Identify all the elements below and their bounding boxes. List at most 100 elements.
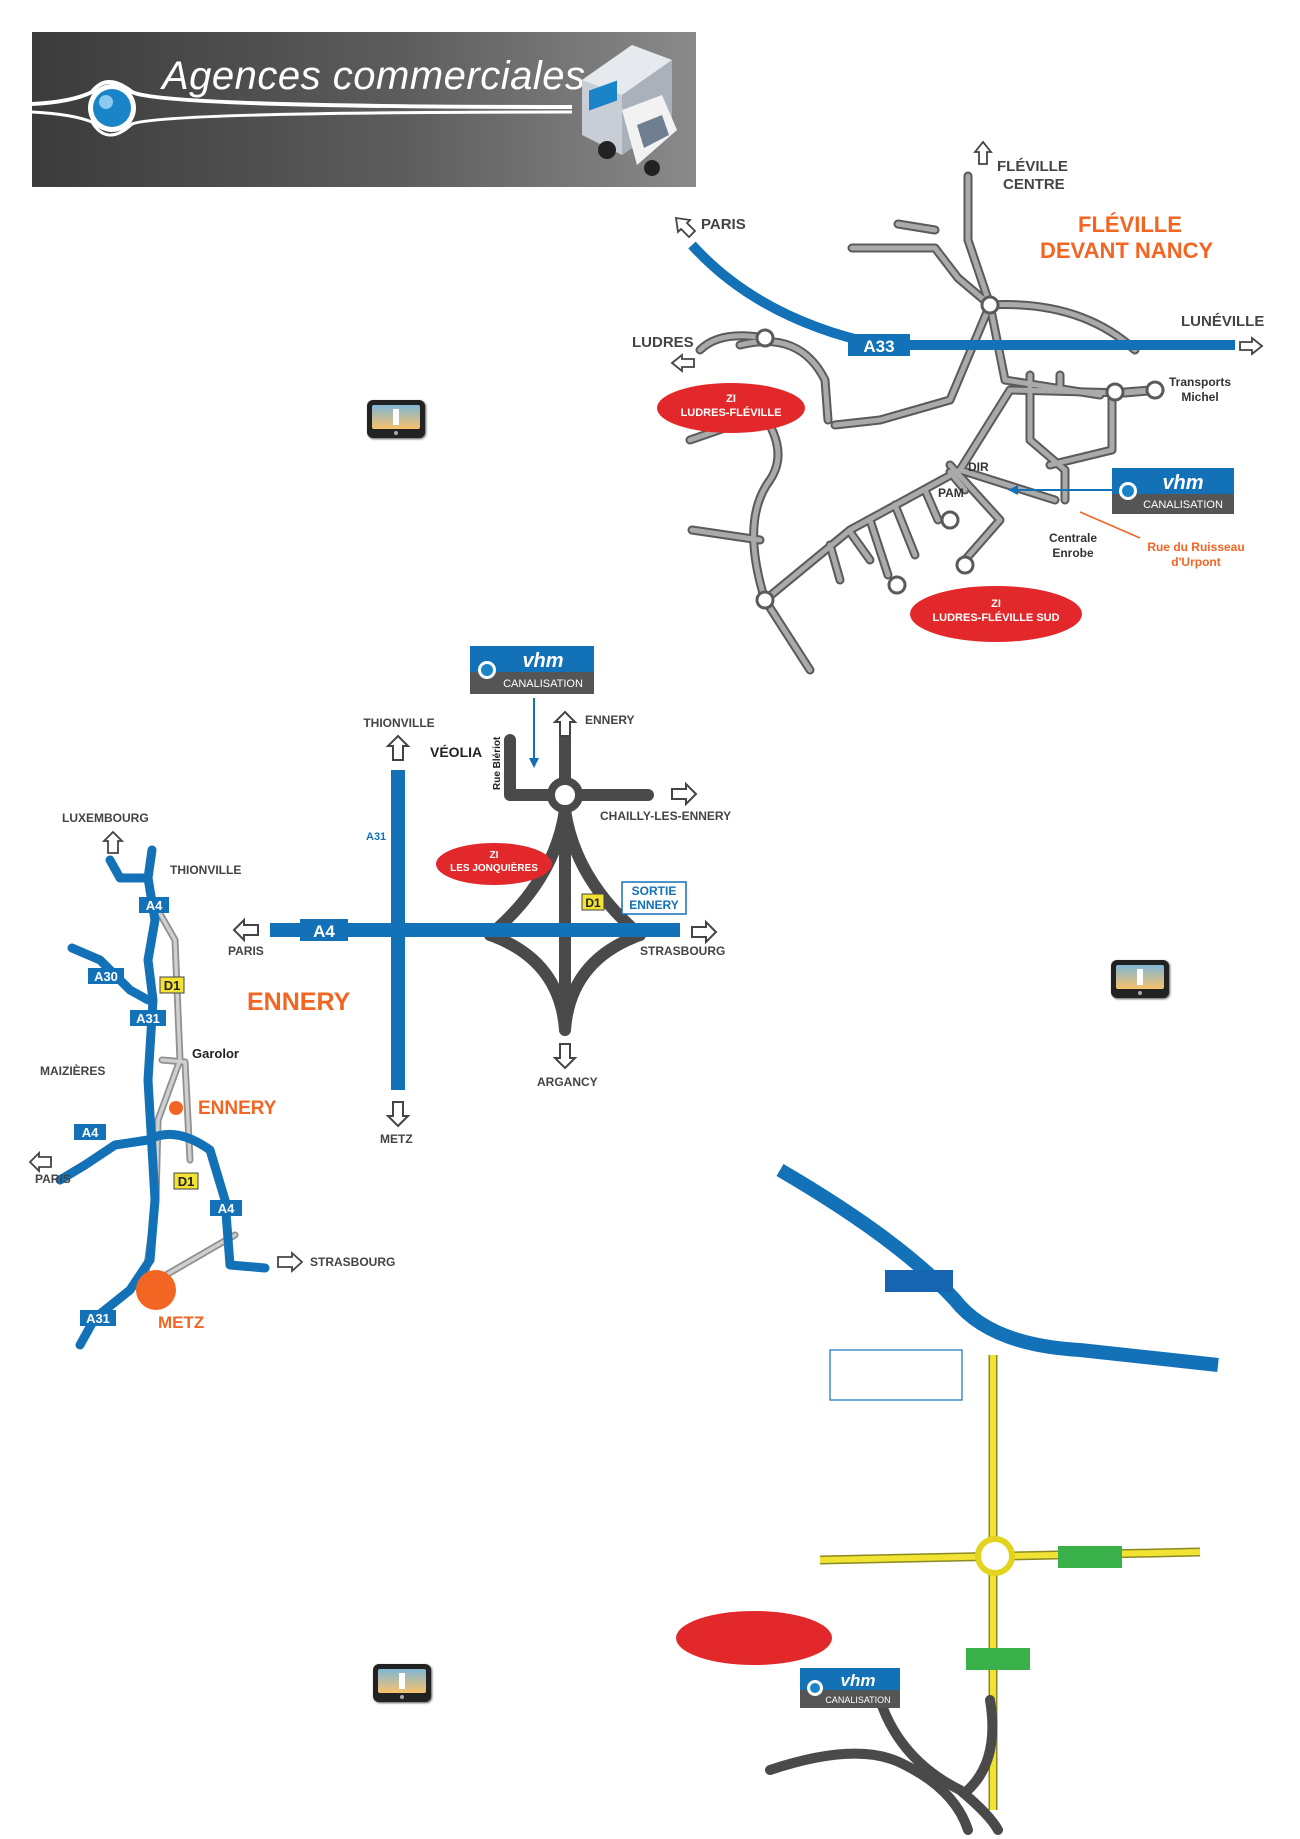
ennery-marker bbox=[169, 1101, 183, 1115]
map-bottom-right: vhm CANALISATION bbox=[676, 1163, 1219, 1835]
motorway-shield-blank bbox=[885, 1270, 953, 1292]
a4-label: A4 bbox=[146, 898, 163, 913]
rue-bleriot-label: Rue Blériot bbox=[492, 736, 503, 790]
thionville-label: THIONVILLE bbox=[363, 716, 434, 730]
arrow-left-icon bbox=[232, 917, 259, 943]
arrow-up-left-icon bbox=[674, 216, 697, 239]
roundabout bbox=[975, 1536, 1015, 1576]
arrow-right-icon bbox=[1239, 336, 1264, 356]
fleville-centre-label: CENTRE bbox=[1003, 176, 1065, 193]
map-ennery: A4 A31 THIONVILLE ENNERY VÉOLIA Rue Blér… bbox=[228, 646, 731, 1146]
a31-label: A31 bbox=[86, 1311, 110, 1326]
page-title: Agences commerciales bbox=[162, 54, 586, 98]
zone-ellipse-blank bbox=[676, 1611, 832, 1665]
town-name-fleville-1: FLÉVILLE bbox=[1078, 212, 1182, 237]
d1-label: D1 bbox=[585, 896, 601, 910]
header-banner: Agences commerciales bbox=[32, 32, 696, 187]
arrow-up-icon bbox=[552, 710, 578, 737]
header-swoosh bbox=[32, 80, 573, 137]
vhm-logo-text: vhm bbox=[522, 650, 563, 672]
sortie-label: SORTIE bbox=[632, 884, 677, 898]
ennery-label: ENNERY bbox=[198, 1098, 277, 1119]
vhm-logo-subtext: CANALISATION bbox=[1143, 499, 1223, 511]
blank-label-box bbox=[829, 1349, 963, 1401]
a31-label: A31 bbox=[366, 831, 386, 843]
a4-label: A4 bbox=[218, 1201, 235, 1216]
zi-label: ZI bbox=[490, 850, 499, 861]
dir-label: DIR bbox=[968, 460, 989, 474]
vhm-logo-subtext: CANALISATION bbox=[503, 678, 583, 690]
a30-label: A30 bbox=[94, 969, 118, 984]
paris-label: PARIS bbox=[35, 1172, 71, 1186]
a33-shield bbox=[848, 334, 910, 356]
green-shield-blank bbox=[966, 1648, 1030, 1670]
d1-label: D1 bbox=[164, 978, 181, 993]
pam-label: PAM bbox=[938, 486, 964, 500]
zi-name-label: LUDRES-FLÉVILLE SUD bbox=[932, 611, 1059, 624]
a31-label: A31 bbox=[136, 1011, 160, 1026]
rue-ruisseau-label: d'Urpont bbox=[1171, 555, 1221, 569]
luxembourg-label: LUXEMBOURG bbox=[62, 811, 149, 825]
zi-name-label: LES JONQUIÈRES bbox=[450, 861, 538, 874]
transports-michel-label: Transports bbox=[1169, 375, 1231, 389]
luneville-label: LUNÉVILLE bbox=[1181, 313, 1264, 330]
vhm-logo-subtext: CANALISATION bbox=[825, 1695, 890, 1705]
vhm-logo-text: vhm bbox=[1162, 472, 1203, 494]
truck-icon bbox=[582, 45, 677, 176]
maizieres-label: MAIZIÈRES bbox=[40, 1063, 105, 1078]
metz-marker bbox=[136, 1270, 176, 1310]
vhm-logo: vhm CANALISATION bbox=[1112, 468, 1234, 514]
arrow-up-icon bbox=[101, 830, 125, 854]
fleville-top-label: FLÉVILLE bbox=[997, 158, 1068, 175]
arrow-down-icon bbox=[385, 1101, 411, 1128]
zi-label: ZI bbox=[991, 598, 1001, 610]
sortie-label: ENNERY bbox=[629, 898, 679, 912]
map-fleville: A33 FLÉVILLE CENTRE FLÉVILLE DEVANT NANC… bbox=[632, 140, 1264, 675]
gps-device-icon bbox=[1111, 960, 1169, 998]
arrow-right-icon bbox=[691, 919, 718, 945]
zi-name-label: LUDRES-FLÉVILLE bbox=[681, 406, 782, 419]
a33-label: A33 bbox=[863, 337, 894, 356]
a4-shield-label: A4 bbox=[313, 922, 335, 941]
gps-device-icon bbox=[367, 400, 425, 438]
zi-jonquieres-zone bbox=[436, 843, 552, 885]
d1-label: D1 bbox=[178, 1174, 195, 1189]
vhm-logo: vhm CANALISATION bbox=[470, 646, 594, 694]
strasbourg-label: STRASBOURG bbox=[640, 944, 725, 958]
ludres-label: LUDRES bbox=[632, 334, 694, 351]
metz-label: METZ bbox=[380, 1132, 413, 1146]
arrow-left-icon bbox=[670, 353, 695, 373]
sortie-ennery-box bbox=[621, 881, 687, 915]
transports-michel-label: Michel bbox=[1181, 390, 1218, 404]
zi-label: ZI bbox=[726, 393, 736, 405]
town-name-fleville-2: DEVANT NANCY bbox=[1040, 238, 1213, 263]
a4-label: A4 bbox=[82, 1125, 99, 1140]
ennery-direction-label: ENNERY bbox=[585, 713, 635, 727]
vhm-logo-text: vhm bbox=[841, 1671, 876, 1690]
paris-label: PARIS bbox=[228, 944, 264, 958]
arrow-left-icon bbox=[28, 1150, 52, 1174]
arrow-up-icon bbox=[385, 734, 411, 761]
centrale-enrobe-label: Enrobe bbox=[1052, 546, 1094, 560]
centrale-enrobe-label: Centrale bbox=[1049, 531, 1097, 545]
veolia-label: VÉOLIA bbox=[430, 744, 482, 760]
paris-label: PARIS bbox=[701, 216, 746, 233]
map-region: A4 A30 D1 A31 A4 D1 A4 A31 LUXEMBOURG TH… bbox=[28, 811, 395, 1350]
argancy-label: ARGANCY bbox=[537, 1075, 598, 1089]
roundabout bbox=[547, 777, 583, 813]
vhm-logo: vhm CANALISATION bbox=[800, 1668, 900, 1708]
arrow-right-icon bbox=[277, 1250, 304, 1274]
arrow-up-icon bbox=[973, 140, 993, 165]
chailly-label: CHAILLY-LES-ENNERY bbox=[600, 809, 731, 823]
zi-ludres-fleville-sud-zone bbox=[910, 586, 1082, 642]
garolor-label: Garolor bbox=[192, 1046, 239, 1061]
zi-ludres-fleville-zone bbox=[657, 383, 805, 433]
thionville-label: THIONVILLE bbox=[170, 863, 241, 877]
gps-device-icon bbox=[373, 1664, 431, 1702]
arrow-right-icon bbox=[671, 781, 698, 807]
rue-ruisseau-label: Rue du Ruisseau bbox=[1147, 540, 1244, 554]
town-name-ennery: ENNERY bbox=[247, 988, 351, 1016]
arrow-down-icon bbox=[552, 1043, 578, 1070]
metz-label: METZ bbox=[158, 1313, 204, 1332]
